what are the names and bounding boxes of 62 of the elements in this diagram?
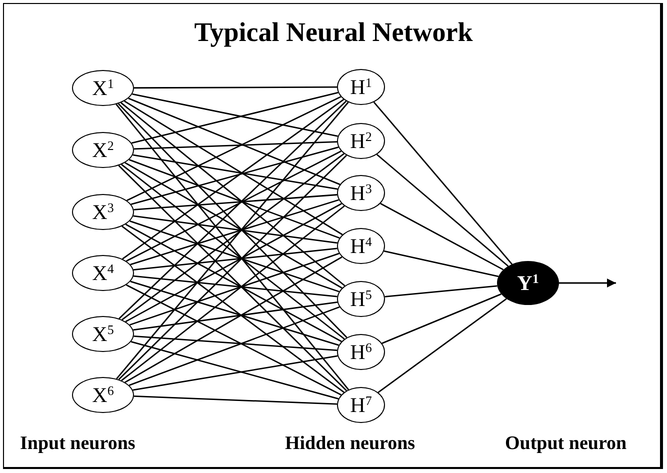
connection-line — [130, 220, 340, 292]
connection-line — [133, 248, 338, 270]
neuron-ellipse: H$^{2}$ — [337, 123, 385, 159]
connection-line — [380, 202, 504, 270]
connection-line — [124, 256, 342, 383]
connection-line — [134, 141, 338, 150]
connection-line — [124, 162, 342, 289]
neuron-ellipse: H$^{5}$ — [337, 281, 385, 317]
connection-line — [122, 153, 344, 320]
connection-line — [132, 154, 338, 190]
connection-line — [131, 92, 338, 144]
connection-line — [125, 224, 342, 342]
connection-line — [128, 159, 340, 239]
connection-line — [133, 275, 338, 298]
layer-label: Output neuron — [505, 432, 627, 456]
connection-line — [373, 102, 512, 265]
connection-line — [130, 146, 339, 205]
neuron-ellipse: X$^{4}$ — [72, 255, 134, 291]
neuron-ellipse: H$^{6}$ — [337, 334, 385, 370]
diagram-title: Typical Neural Network — [193, 16, 474, 48]
connection-line — [126, 150, 342, 262]
connection-line — [132, 93, 338, 137]
connection-line — [126, 284, 342, 396]
neuron-ellipse: H$^{4}$ — [337, 228, 385, 264]
connection-line — [134, 194, 338, 210]
layer-label: Hidden neurons — [285, 432, 416, 456]
connection-line — [122, 226, 344, 393]
connection-line — [121, 205, 345, 382]
connection-line — [122, 98, 344, 260]
connection-line — [128, 98, 340, 186]
neuron-ellipse: X$^{2}$ — [72, 132, 134, 168]
connection-line — [130, 199, 340, 266]
connection-line — [130, 341, 339, 400]
connection-line — [382, 293, 502, 344]
neuron-ellipse: X$^{3}$ — [72, 194, 134, 230]
neuron-ellipse: X$^{1}$ — [72, 70, 134, 106]
connection-line — [128, 306, 340, 386]
connection-line — [134, 86, 337, 89]
connection-line — [134, 396, 338, 405]
output-neuron: Y$^{1}$ — [497, 261, 559, 305]
neuron-ellipse: X$^{5}$ — [72, 316, 134, 352]
connection-line — [125, 202, 342, 322]
connection-line — [133, 215, 338, 244]
connection-line — [130, 252, 340, 326]
connection-line — [126, 96, 342, 202]
layer-label: Input neurons — [20, 432, 136, 456]
connection-line — [378, 298, 507, 393]
connection-line — [121, 164, 345, 340]
neuron-ellipse: H$^{7}$ — [337, 387, 385, 423]
connection-line — [376, 154, 509, 267]
connection-line — [134, 335, 338, 352]
connection-line — [384, 250, 499, 278]
neuron-ellipse: H$^{1}$ — [337, 69, 385, 105]
connection-line — [384, 285, 498, 298]
connection-line — [120, 102, 346, 286]
connection-line — [124, 100, 343, 236]
neuron-ellipse: X$^{6}$ — [72, 377, 134, 413]
connection-line — [132, 355, 338, 391]
arrow — [559, 278, 616, 288]
connection-line — [130, 280, 339, 346]
neuron-ellipse: H$^{3}$ — [337, 175, 385, 211]
connection-line — [133, 302, 338, 331]
